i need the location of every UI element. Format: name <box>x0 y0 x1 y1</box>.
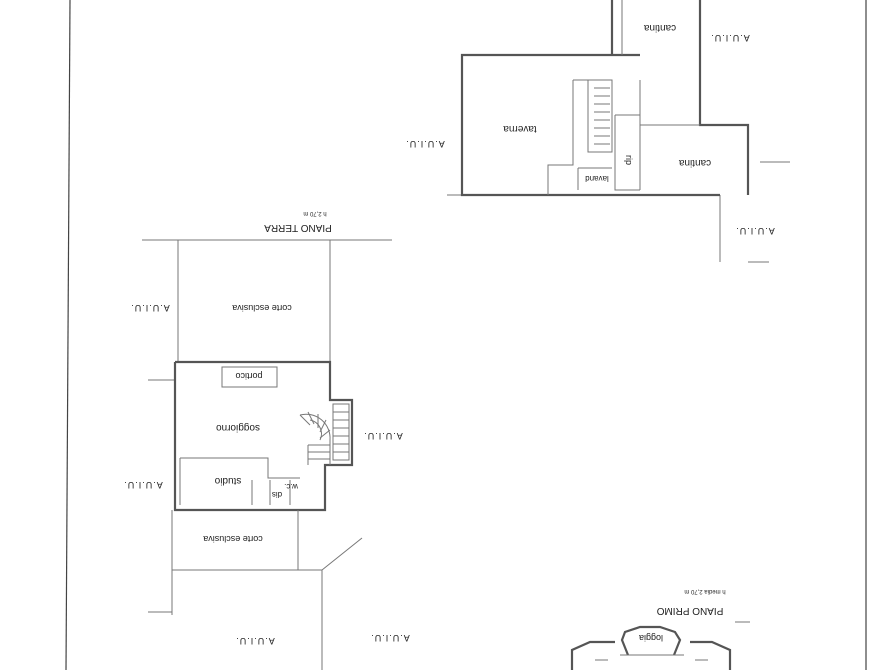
room-label-dis: dis <box>272 490 282 499</box>
room-label-cantina-right: cantina <box>678 157 711 168</box>
room-label-corte-esclusiva-top: corte esclusiva <box>232 303 292 313</box>
auiu-label-terra-bottom-left: A.U.I.U. <box>235 636 275 646</box>
room-label-loggia: loggia <box>639 633 663 643</box>
sheet-border <box>65 0 867 670</box>
auiu-label-terra-left-mid: A.U.I.U. <box>123 480 163 490</box>
room-label-cantina-top: cantina <box>643 22 676 33</box>
spiral-staircase <box>299 403 350 465</box>
auiu-label-upper-lower: A.U.I.U. <box>735 226 775 236</box>
upper-floor-plan <box>447 0 790 263</box>
room-label-studio: studio <box>214 475 241 486</box>
room-label-soggiorno: soggiorno <box>216 422 260 433</box>
room-label-rip: rip <box>624 155 634 165</box>
room-label-portico: portico <box>235 371 262 381</box>
auiu-label-terra-right: A.U.I.U. <box>363 431 403 441</box>
piano-terra-labels: PIANO TERRA h 2,70 m corte esclusiva por… <box>123 210 410 646</box>
auiu-label-upper-right: A.U.I.U. <box>710 33 750 43</box>
piano-primo-height-note: h media 2,70 m <box>684 588 725 594</box>
piano-primo-title: PIANO PRIMO <box>656 605 723 616</box>
room-label-corte-esclusiva-bottom: corte esclusiva <box>203 534 263 544</box>
piano-terra-plan <box>142 239 392 670</box>
piano-terra-height-note: h 2,70 m <box>303 210 326 216</box>
piano-primo-plan <box>570 621 750 670</box>
auiu-label-terra-left-top: A.U.I.U. <box>130 303 170 313</box>
room-label-lavand: lavand <box>585 174 609 183</box>
piano-primo-labels: PIANO PRIMO h media 2,70 m loggia <box>639 588 726 643</box>
upper-room-labels: cantina taverna cantina rip lavand A.U.I… <box>405 22 775 236</box>
room-label-wc: w.c. <box>284 482 299 491</box>
auiu-label-upper-left: A.U.I.U. <box>405 139 445 149</box>
piano-terra-title: PIANO TERRA <box>264 222 332 233</box>
auiu-label-terra-bottom-right: A.U.I.U. <box>370 633 410 643</box>
room-label-taverna: taverna <box>503 123 537 134</box>
